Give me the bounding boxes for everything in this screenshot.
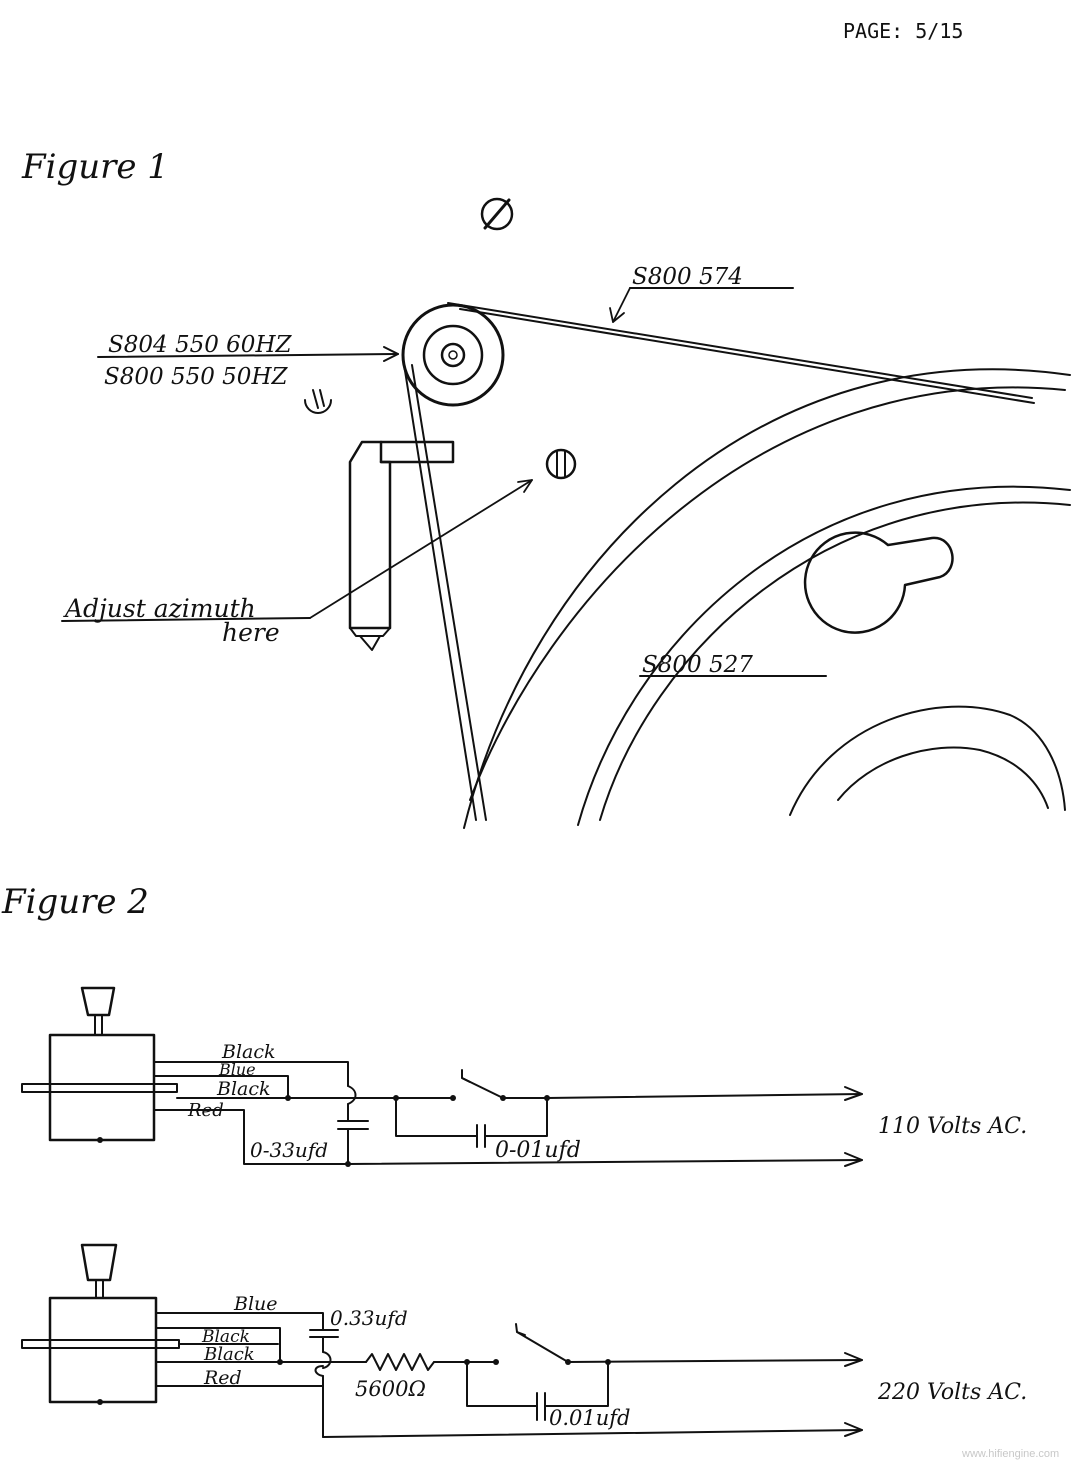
label-platter-part: S800 527 bbox=[639, 652, 827, 678]
wire-label-black-bottom-110: Black bbox=[216, 1078, 271, 1100]
wire-label-red-220: Red bbox=[203, 1367, 242, 1389]
watermark: www.hifiengine.com bbox=[961, 1448, 1059, 1460]
pulley-set-screw bbox=[304, 389, 332, 414]
spindle-keyhole bbox=[803, 531, 954, 634]
capacitor-label-main-220: 0.33ufd bbox=[330, 1306, 408, 1330]
voltage-label-220: 220 Volts AC. bbox=[877, 1380, 1027, 1405]
motor-220v bbox=[21, 1243, 180, 1405]
capacitor-label-main-110: 0-33ufd bbox=[250, 1138, 328, 1162]
top-screw bbox=[480, 197, 514, 231]
motor-pulley bbox=[401, 303, 505, 407]
platter-part-number: S800 527 bbox=[642, 652, 753, 678]
belt-part-number: S800 574 bbox=[632, 264, 743, 290]
platter-outline bbox=[463, 368, 1071, 829]
wire-label-black-top-220: Black bbox=[201, 1327, 250, 1347]
wire-label-blue-220: Blue bbox=[233, 1293, 278, 1315]
figure2-title: Figure 2 bbox=[1, 882, 149, 922]
resistor-label-220: 5600Ω bbox=[355, 1377, 426, 1401]
figure1-mechanism bbox=[304, 197, 1071, 829]
page-number: PAGE: 5/15 bbox=[843, 19, 963, 43]
pulley-part-50hz: S800 550 50HZ bbox=[104, 364, 289, 390]
capacitor-label-switch-110: 0-01ufd bbox=[495, 1138, 581, 1163]
voltage-label-110: 110 Volts AC. bbox=[878, 1114, 1027, 1139]
circuit-220v: Blue Black Black Red 0.33ufd 5600Ω 0.01u… bbox=[21, 1243, 1027, 1438]
capacitor-label-switch-220: 0.01ufd bbox=[549, 1406, 631, 1430]
azimuth-screw bbox=[545, 448, 577, 480]
label-azimuth: Adjust azimuth here bbox=[61, 479, 533, 647]
circuit-110v: Black Blue Black Red 0-33ufd 0-01ufd 110… bbox=[21, 986, 1027, 1167]
azimuth-label-line2: here bbox=[222, 618, 280, 647]
motor-110v bbox=[21, 986, 178, 1143]
wire-label-black-top-110: Black bbox=[221, 1041, 276, 1063]
label-pulley-part: S804 550 60HZ S800 550 50HZ bbox=[97, 332, 399, 390]
wire-label-blue-110: Blue bbox=[218, 1060, 256, 1079]
wire-label-red-110: Red bbox=[187, 1100, 224, 1121]
pickup-head bbox=[348, 440, 455, 651]
figure1-title: Figure 1 bbox=[21, 147, 169, 187]
pulley-part-60hz: S804 550 60HZ bbox=[108, 332, 293, 358]
label-belt-part: S800 574 bbox=[609, 264, 794, 323]
wire-label-black-bottom-220: Black bbox=[203, 1344, 255, 1365]
